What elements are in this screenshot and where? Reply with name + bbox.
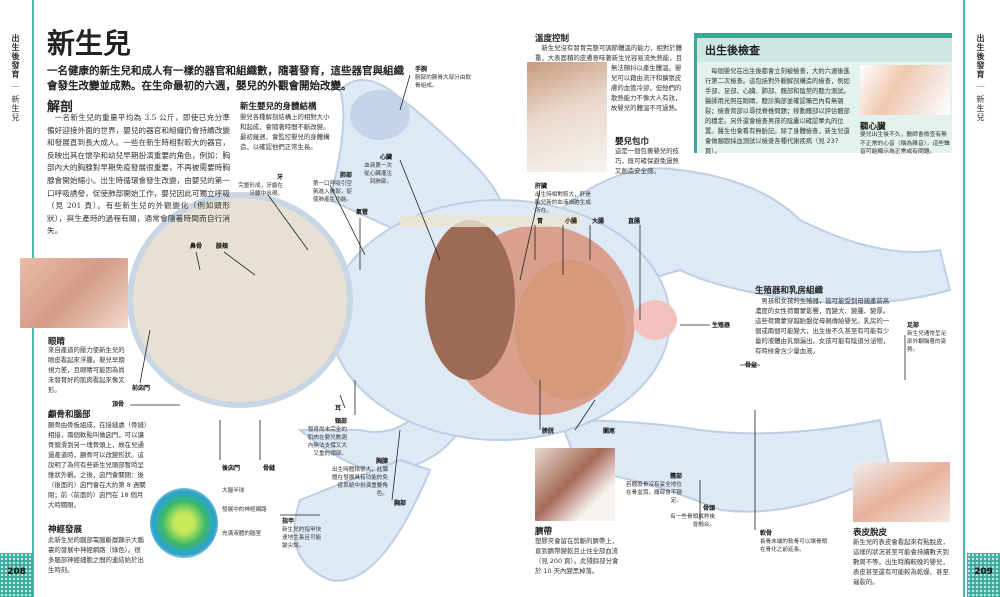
label-trachea: 氣管 [356,209,369,216]
label-cheek: 臉頰 [216,243,229,250]
label-cerebral-hemisphere: 大腦半球 [222,488,245,494]
label-teeth: 牙完整形成，牙齒在牙齦中出現。 [238,174,283,197]
page-number-left: 208 [0,553,33,597]
label-neural-network: 發展中的神經網路 [222,507,267,513]
label-heart: 心臟血液第一次從心臟灌注到肺部。 [364,154,392,185]
skull-body: 顱骨由骨板組成，在接縫處（骨縫）相接，兩個軟點叫做囟門，可以讓骨頭滑到另一塊骨頭… [48,421,148,509]
temperature-body: 新生兒沒有發育完整可調節體溫的能力，相對於體重，大表面積的皮膚意味著新生兒容易流… [535,44,682,112]
genitals-heading: 生殖器和乳房組織 [755,286,824,296]
hand-shape [350,90,410,140]
brain-ct-scan [150,488,218,558]
genitals-body: 男孩和女孩的生殖器，皆可能受到母親產前高濃度的女性荷爾蒙影響，而變大、變腫、變厚… [755,297,890,355]
peeling-body: 新生兒的表皮會看起來有點脫皮，這樣的狀況甚至可能會持續數天到數周不等。出生時胸較… [853,538,949,586]
label-wrist: 手腕腕部的腕骨大部分由軟骨組成。 [415,66,471,89]
leader-lines [130,74,906,530]
body-structure-heading: 新生嬰兒的身體結構 [240,102,317,112]
page-subtitle: 一名健康的新生兒和成人有一樣的器官和組織數，隨著發育，這些器官與組織會發生改變並… [47,65,404,92]
skull-heading: 顱骨和腦部 [48,410,91,420]
checkup-heading: 出生後檢查 [697,38,952,62]
label-nasal-bone: 鼻骨 [190,243,203,250]
baby-exam-photo [860,65,950,115]
checkup-panel: 出生後檢查 每個嬰兒在出生後都會立刻被檢查，大約六週後進行第二次檢查。這包括對外… [694,33,952,155]
liver-shape [425,220,515,380]
intestines-shape [515,260,625,400]
label-foot: 足部新生兒通常呈足部外翻稱著的姿勢。 [907,322,947,353]
left-hand [293,458,432,582]
heart-check-body: 嬰兒出生後不久，醫師會檢查有無不正常的心音（稱為雜音），這些聲音可能顯示為正常或… [860,132,950,155]
page-number-right: 209 [967,553,1000,597]
peeling-skin-photo [853,462,950,522]
label-large-intestine: 大腸 [592,218,605,225]
label-bladder: 膀胱 [542,428,555,435]
label-suture: 骨縫 [263,465,276,472]
running-head-right: 出生後發育 ｜ 新生兒 [976,34,985,123]
label-nails: 指甲新生兒的指甲快速地生長且可能變尖銳。 [282,518,322,549]
cord-heading: 臍帶 [535,527,553,537]
checkup-body: 每個嬰兒在出生後都會立刻被檢查，大約六週後進行第二次檢查。這包括對外觀解剖構造的… [705,68,850,155]
label-thymus: 胸腺出生時體積很大，此腺體在發展具有功能的免疫系統中扮演重要角色。 [332,458,388,497]
label-posterior-fontanelle: 後囟門 [222,465,241,472]
swaddle-body: 這是一個包裹嬰兒的技巧，既可確保避免過熱又創造安全感。 [615,147,679,175]
rib-shape [400,215,580,227]
neural-heading: 神經發展 [48,525,83,535]
label-neck: 頸部發育尚未完全的肌肉在嬰兒數週內無法支撐又大又重的頭部。 [307,418,347,457]
newborn-eyes-photo [20,258,128,328]
label-genitals: 生殖器 [712,322,731,329]
anatomy-body: 一名新生兒的重量平均為 3.5 公斤，即使已充分準備好迎接外面的世界，嬰兒的器官… [47,113,230,236]
eyes-heading: 眼睛 [48,337,66,347]
right-leg [558,167,952,305]
skull [127,192,353,408]
bladder-shape [633,300,677,340]
cord-body: 塑膠夾會留在剪斷的臍帶上，直到臍帶變乾且止住全部血流（見 200 頁）。此殘餘部… [535,537,619,575]
label-stomach: 胃 [537,218,544,225]
label-appendix: 闌尾 [603,428,616,435]
peeling-heading: 表皮脫皮 [853,528,888,538]
heart-check-heading: 聽心臟 [860,122,886,132]
label-anterior-fontanelle: 前囟門 [132,385,151,392]
neural-body: 此新生兒的腦部電腦斷層顯示大腦裏的發展中神經網路（綠色）。很多腦部神經細胞之間的… [48,536,144,574]
umbilical-cord-photo [535,448,615,521]
anatomy-heading: 解剖 [47,100,74,115]
label-ventricle: 充滿液體的腦室 [222,531,262,537]
label-liver: 肝臟出生時相對較大，肝是胎兒新的血液細胞生成所在。 [535,183,591,214]
page-title: 新生兒 [47,27,132,60]
margin-rule [963,0,965,597]
label-pelvis: 骨盆 [745,362,758,369]
label-rectum: 直腸 [628,218,641,225]
label-lungs: 肺部第一口呼吸引空氣進入肺部，促使肺產生功能。 [312,172,352,203]
label-chest: 胸部 [394,500,407,507]
temperature-heading: 溫度控制 [535,34,570,44]
swaddle-heading: 嬰兒包巾 [615,137,650,147]
running-head-left: 出生後發育 ｜ 新生兒 [11,34,20,123]
label-ear: 耳 [335,405,342,412]
label-small-intestine: 小腸 [565,218,578,225]
swaddled-baby-photo [527,62,607,172]
label-cartilage: 軟骨長骨末端的軟骨可以讓骨頭在骨化之前延長。 [760,530,828,553]
eyes-body: 來自產道的壓力使新生兒的眼皮看起來浮腫。嬰兒早期視力差，且眼睛可能因為尚未發育好… [48,346,125,394]
body-structure-body: 嬰兒各種解剖結構上的相對大小和起成，會隨著時間不斷改變。最初幾週，會監控嬰兒的身… [240,113,330,151]
label-parietal: 頂骨 [112,401,125,408]
label-bone: 骨頭有一些骨頭成熟後會融合。 [670,505,715,528]
label-hip: 髖部若髖股骨沒有妥全地位在骨盆窩，髖部會不穩定。 [626,473,682,504]
